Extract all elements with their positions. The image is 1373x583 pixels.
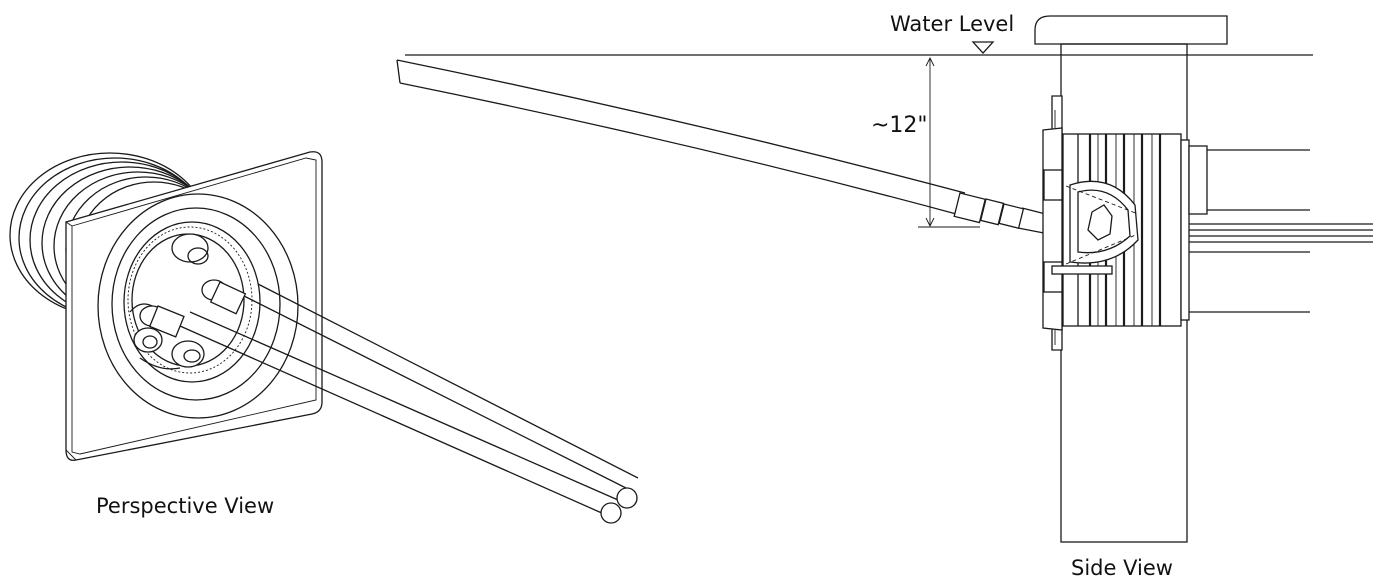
perspective-view-drawing <box>9 151 639 524</box>
side-pipes <box>1188 145 1373 313</box>
side-nozzle-head <box>1051 180 1139 275</box>
side-view-caption: Side View <box>1071 556 1173 580</box>
water-level-line <box>405 41 1313 56</box>
water-level-triangle <box>971 41 995 54</box>
side-faceplate <box>1042 95 1063 351</box>
perspective-tubes <box>139 279 639 524</box>
side-view-drawing <box>1034 15 1373 543</box>
dimension-marker <box>918 56 980 228</box>
long-tube-side <box>396 59 1086 241</box>
nozzle-fittings <box>129 233 209 370</box>
dimension-label: ~12" <box>871 113 928 138</box>
round-faceplate <box>97 193 299 419</box>
perspective-view-caption: Perspective View <box>96 494 275 518</box>
water-level-label: Water Level <box>890 12 1015 36</box>
